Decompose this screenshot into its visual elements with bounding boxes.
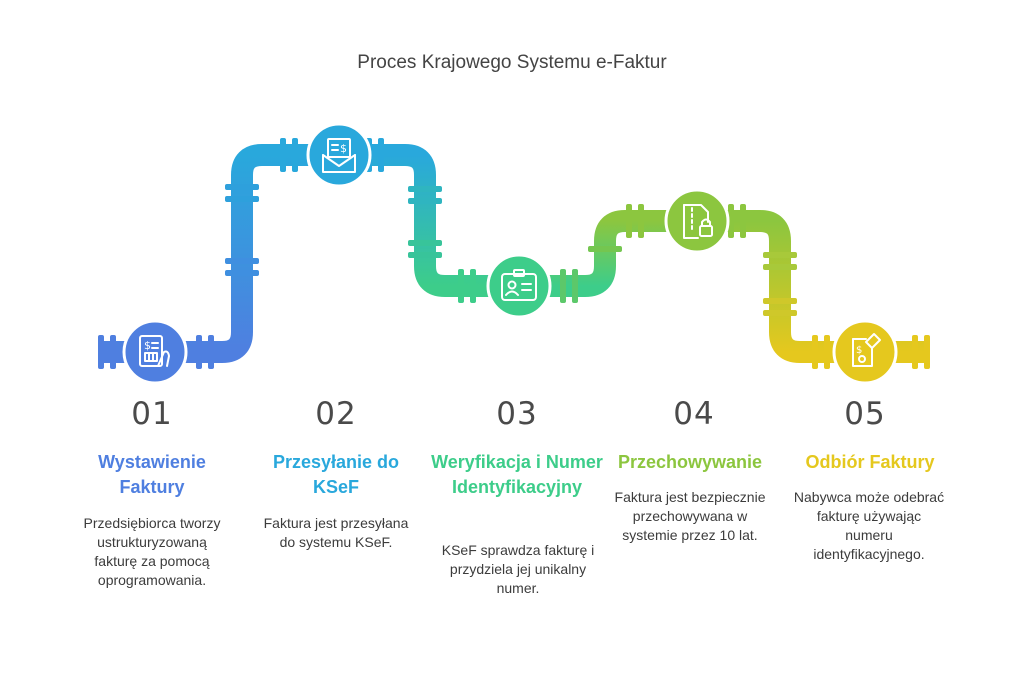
- envelope-invoice-icon: $: [322, 138, 356, 173]
- invoice-hand-icon: $: [139, 335, 170, 367]
- step-3-heading: Weryfikacja i Numer Identyfikacyjny: [431, 452, 603, 497]
- step-1-description: Przedsiębiorca tworzy ustrukturyzowaną f…: [83, 515, 221, 588]
- step-2-description: Faktura jest przesyłana do systemu KSeF.: [263, 515, 409, 550]
- svg-text:$: $: [856, 345, 862, 356]
- step-5-heading: Odbiór Faktury: [805, 452, 935, 472]
- step-2-heading: Przesyłanie do KSeF: [272, 452, 400, 497]
- step-4-heading: Przechowywanie: [617, 452, 763, 472]
- step-2-node: $: [306, 122, 372, 188]
- pipe-couplings: [98, 138, 930, 369]
- step-3-description: KSeF sprawdza fakturę i przydziela jej u…: [441, 542, 595, 596]
- pipe-segment-2: [356, 144, 500, 297]
- step-4-node: [664, 188, 730, 254]
- step-4-description: Faktura jest bezpiecznie przechowywana w…: [614, 489, 766, 543]
- step-5-description: Nabywca może odebrać fakturę używając nu…: [793, 489, 945, 562]
- step-2-number: 02: [315, 396, 357, 432]
- locked-archive-icon: [683, 204, 713, 239]
- diagram-title: Proces Krajowego Systemu e-Faktur: [357, 52, 667, 73]
- step-1-node: $: [122, 319, 188, 385]
- pipe-segment-1: [100, 144, 322, 363]
- step-3-number: 03: [496, 396, 538, 432]
- step-5-number: 05: [844, 396, 886, 432]
- pipe-segment-3: [538, 210, 680, 297]
- step-1-number: 01: [131, 396, 173, 432]
- step-4-number: 04: [673, 396, 715, 432]
- receipt-receive-icon: $: [852, 333, 881, 367]
- svg-text:$: $: [144, 339, 151, 352]
- step-1-heading: Wystawienie Faktury: [98, 452, 206, 497]
- id-badge-icon: [501, 269, 537, 301]
- svg-text:$: $: [340, 142, 347, 155]
- step-5-node: $: [832, 319, 898, 385]
- pipe-segment-4: [714, 210, 930, 363]
- step-3-node: [486, 253, 552, 319]
